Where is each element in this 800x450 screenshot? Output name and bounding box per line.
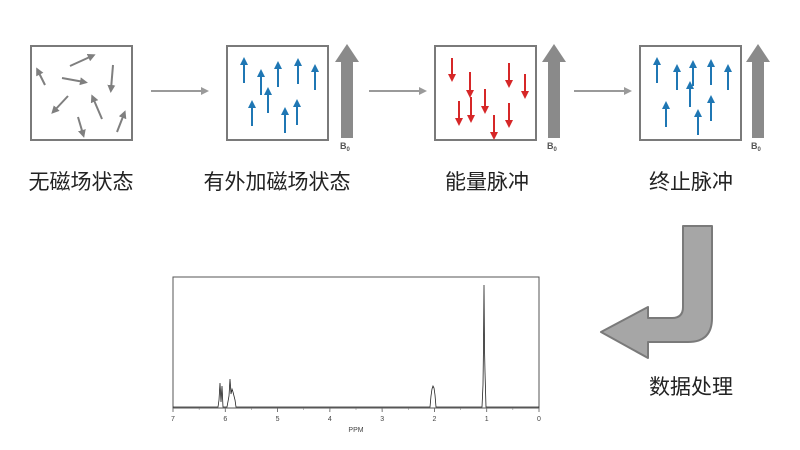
spectrum-frame [172, 276, 540, 409]
axis-tick-label: 3 [380, 416, 384, 423]
b0-label: B0 [751, 141, 762, 153]
stage-box-pulse-stopped [639, 45, 742, 141]
axis-tick-label: 5 [276, 416, 280, 423]
stage-box-no-field [30, 45, 133, 141]
axis-tick-label: 6 [223, 416, 227, 423]
processing-label: 数据处理 [649, 375, 733, 399]
nmr-spectrum: 7 6 5 4 3 2 1 0 PPM [171, 276, 541, 434]
b0-label: B0 [547, 141, 558, 153]
processing-arrow [600, 225, 713, 359]
spectrum-axis: 7 6 5 4 3 2 1 0 [171, 408, 541, 423]
stage-label-pulse-stopped: 终止脉冲 [649, 170, 733, 194]
b0-label: B0 [340, 141, 351, 153]
random-spins [36, 54, 127, 138]
axis-tick-label: 7 [171, 416, 175, 423]
spectrum-trace [173, 284, 539, 408]
aligned-spins [240, 57, 319, 133]
field-arrow-b0 [335, 44, 359, 138]
field-arrow-b0 [746, 44, 770, 138]
stage-box-energy-pulse [434, 45, 537, 141]
axis-tick-label: 4 [328, 416, 332, 423]
flipped-spins [448, 58, 529, 140]
stage-label-no-field: 无磁场状态 [28, 170, 134, 194]
stage-box-applied-field [226, 45, 329, 141]
stage-label-energy-pulse: 能量脉冲 [445, 170, 529, 194]
field-arrow-b0 [542, 44, 566, 138]
axis-tick-label: 2 [432, 416, 436, 423]
stage-label-applied-field: 有外加磁场状态 [203, 170, 351, 194]
axis-tick-label: 1 [485, 416, 489, 423]
axis-tick-label: 0 [537, 416, 541, 423]
relaxed-spins [653, 57, 732, 135]
spectrum-xlabel: PPM [348, 427, 363, 434]
